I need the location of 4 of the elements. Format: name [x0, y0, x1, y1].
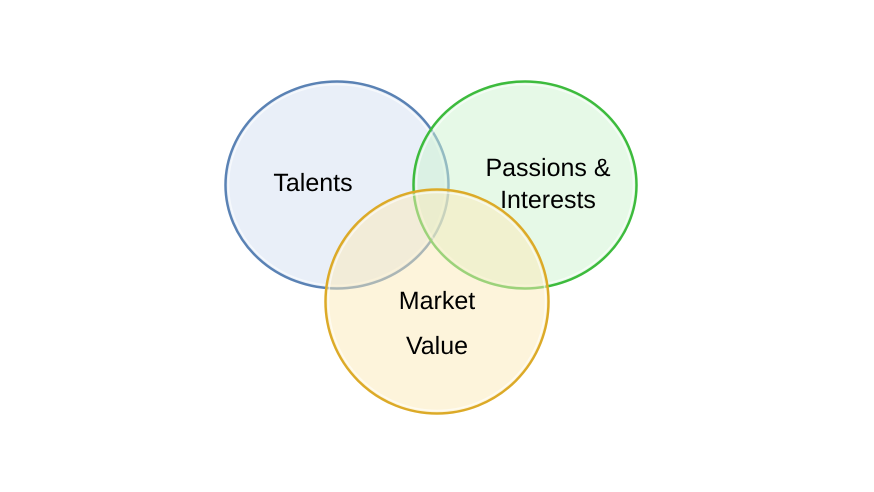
- circle-label: Market Value: [398, 286, 476, 362]
- circle-label: Talents: [272, 168, 354, 199]
- venn-circle: [412, 80, 638, 290]
- circle-label: Passions & Interests: [484, 153, 612, 216]
